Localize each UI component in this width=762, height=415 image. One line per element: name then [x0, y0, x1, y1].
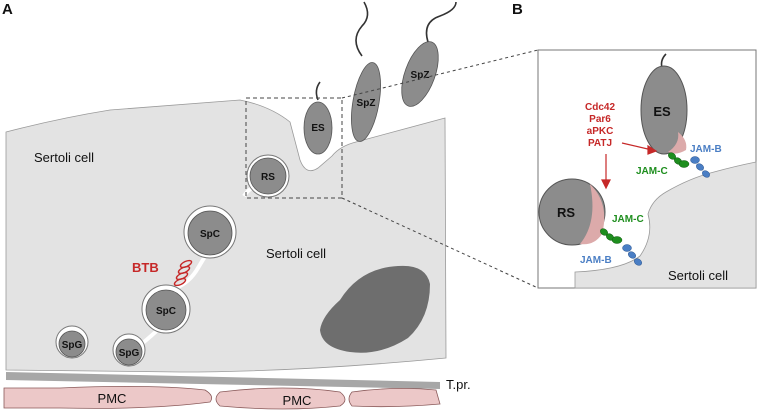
- sertoli-nucleus: [320, 265, 430, 353]
- spermatocyte-2: [183, 205, 237, 259]
- es-label: ES: [311, 123, 325, 134]
- inset-es-label: ES: [653, 104, 671, 119]
- elongated-spermatid: [303, 81, 333, 155]
- jam-c-lower: [600, 228, 623, 244]
- jam-b-lower: [622, 244, 642, 266]
- inset-rs-label: RS: [557, 205, 575, 220]
- spermatogonium-2: [112, 333, 146, 367]
- inset-sertoli-cell: [574, 161, 757, 289]
- polarity-protein-2: Par6: [589, 114, 611, 125]
- panel-label-b: B: [512, 1, 523, 18]
- spg-label-2: SpG: [119, 348, 140, 359]
- polarity-protein-3: aPKC: [587, 126, 614, 137]
- sertoli-cell-label-mid: Sertoli cell: [266, 246, 326, 261]
- spermatozoon-2: [401, 1, 457, 107]
- spc-label-2: SpC: [200, 229, 220, 240]
- zoom-line-top: [341, 49, 539, 99]
- spc-label-1: SpC: [156, 306, 176, 317]
- pmc-cell-1: [3, 386, 213, 409]
- polarity-protein-4: PATJ: [588, 138, 612, 149]
- polarity-arrows: [601, 142, 658, 190]
- jam-b-label-upper: JAM-B: [690, 144, 722, 155]
- spg-label-1: SpG: [62, 340, 83, 351]
- jam-b-label-lower: JAM-B: [580, 255, 612, 266]
- rs-label: RS: [261, 172, 275, 183]
- panel-label-a: A: [2, 1, 13, 18]
- inset-sertoli-cell-label: Sertoli cell: [668, 268, 728, 283]
- tunica-propria-band: [6, 372, 440, 389]
- jam-b-upper: [690, 156, 710, 178]
- spermatocyte-1: [141, 284, 191, 334]
- inset-round-spermatid: [538, 178, 606, 246]
- jam-c-label-lower: JAM-C: [612, 214, 644, 225]
- pmc-cell-2: [215, 387, 346, 410]
- spermatozoon-1: [351, 1, 381, 142]
- spz-label-2: SpZ: [411, 70, 430, 81]
- jam-c-label-upper: JAM-C: [636, 166, 668, 177]
- pmc-cell-3: [348, 388, 441, 408]
- inset-elongated-spermatid: [640, 53, 688, 155]
- tunica-propria-label: T.pr.: [446, 377, 471, 392]
- btb-label: BTB: [132, 260, 159, 275]
- polarity-protein-1: Cdc42: [585, 102, 615, 113]
- sertoli-cell-label-top: Sertoli cell: [34, 150, 94, 165]
- pmc-label-1: PMC: [98, 391, 127, 406]
- spermatogonium-1: [55, 325, 89, 359]
- jam-c-upper: [668, 152, 690, 168]
- round-spermatid: [246, 154, 290, 198]
- spz-label-1: SpZ: [357, 98, 376, 109]
- pmc-label-2: PMC: [283, 393, 312, 408]
- btb-junction: [173, 259, 193, 287]
